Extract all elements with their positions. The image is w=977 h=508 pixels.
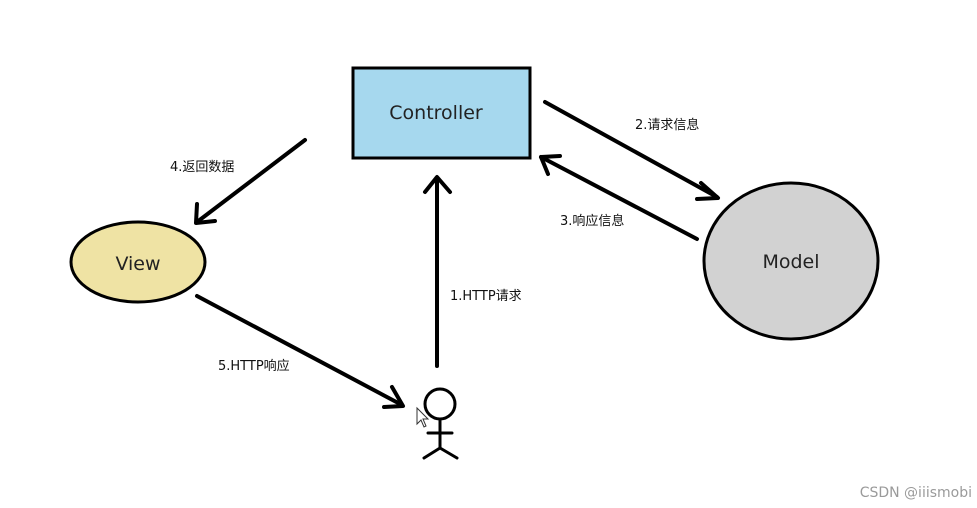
view-node: View [69,220,207,304]
edge-http-request-arrowhead [423,175,452,194]
view-label: View [115,253,160,275]
edge-return-data: 4.返回数据 [170,138,307,225]
view-ellipse [69,220,207,304]
model-circle [702,181,880,341]
edge-http-response-line [195,294,404,407]
mouse-cursor-icon [416,406,430,428]
controller-node: Controller [351,66,532,160]
edge-return-data-label: 4.返回数据 [170,160,234,175]
edge-response-info-label: 3.响应信息 [560,213,624,229]
edge-return-data-arrowhead [194,202,217,225]
edge-response-info-arrowhead [539,154,562,176]
edge-http-request-label: 1.HTTP请求 [450,289,522,304]
model-label: Model [762,251,819,273]
edge-http-response-label: 5.HTTP响应 [218,358,290,374]
model-node: Model [702,181,880,341]
edge-request-info-label: 2.请求信息 [635,117,699,133]
edge-response-info: 3.响应信息 [539,154,699,241]
edge-return-data-line [195,138,307,224]
edge-http-response-arrowhead [382,385,405,409]
edge-request-info: 2.请求信息 [543,100,720,201]
controller-label: Controller [389,102,483,124]
edge-response-info-line [539,155,699,241]
edge-request-info-arrowhead [695,181,720,201]
stick-figure-icon [422,387,459,460]
edge-http-response: 5.HTTP响应 [195,294,405,409]
controller-box [351,66,532,160]
watermark: CSDN @iiismobi [860,485,972,501]
edge-request-info-line [543,100,719,199]
edge-http-request: 1.HTTP请求 [423,175,522,368]
